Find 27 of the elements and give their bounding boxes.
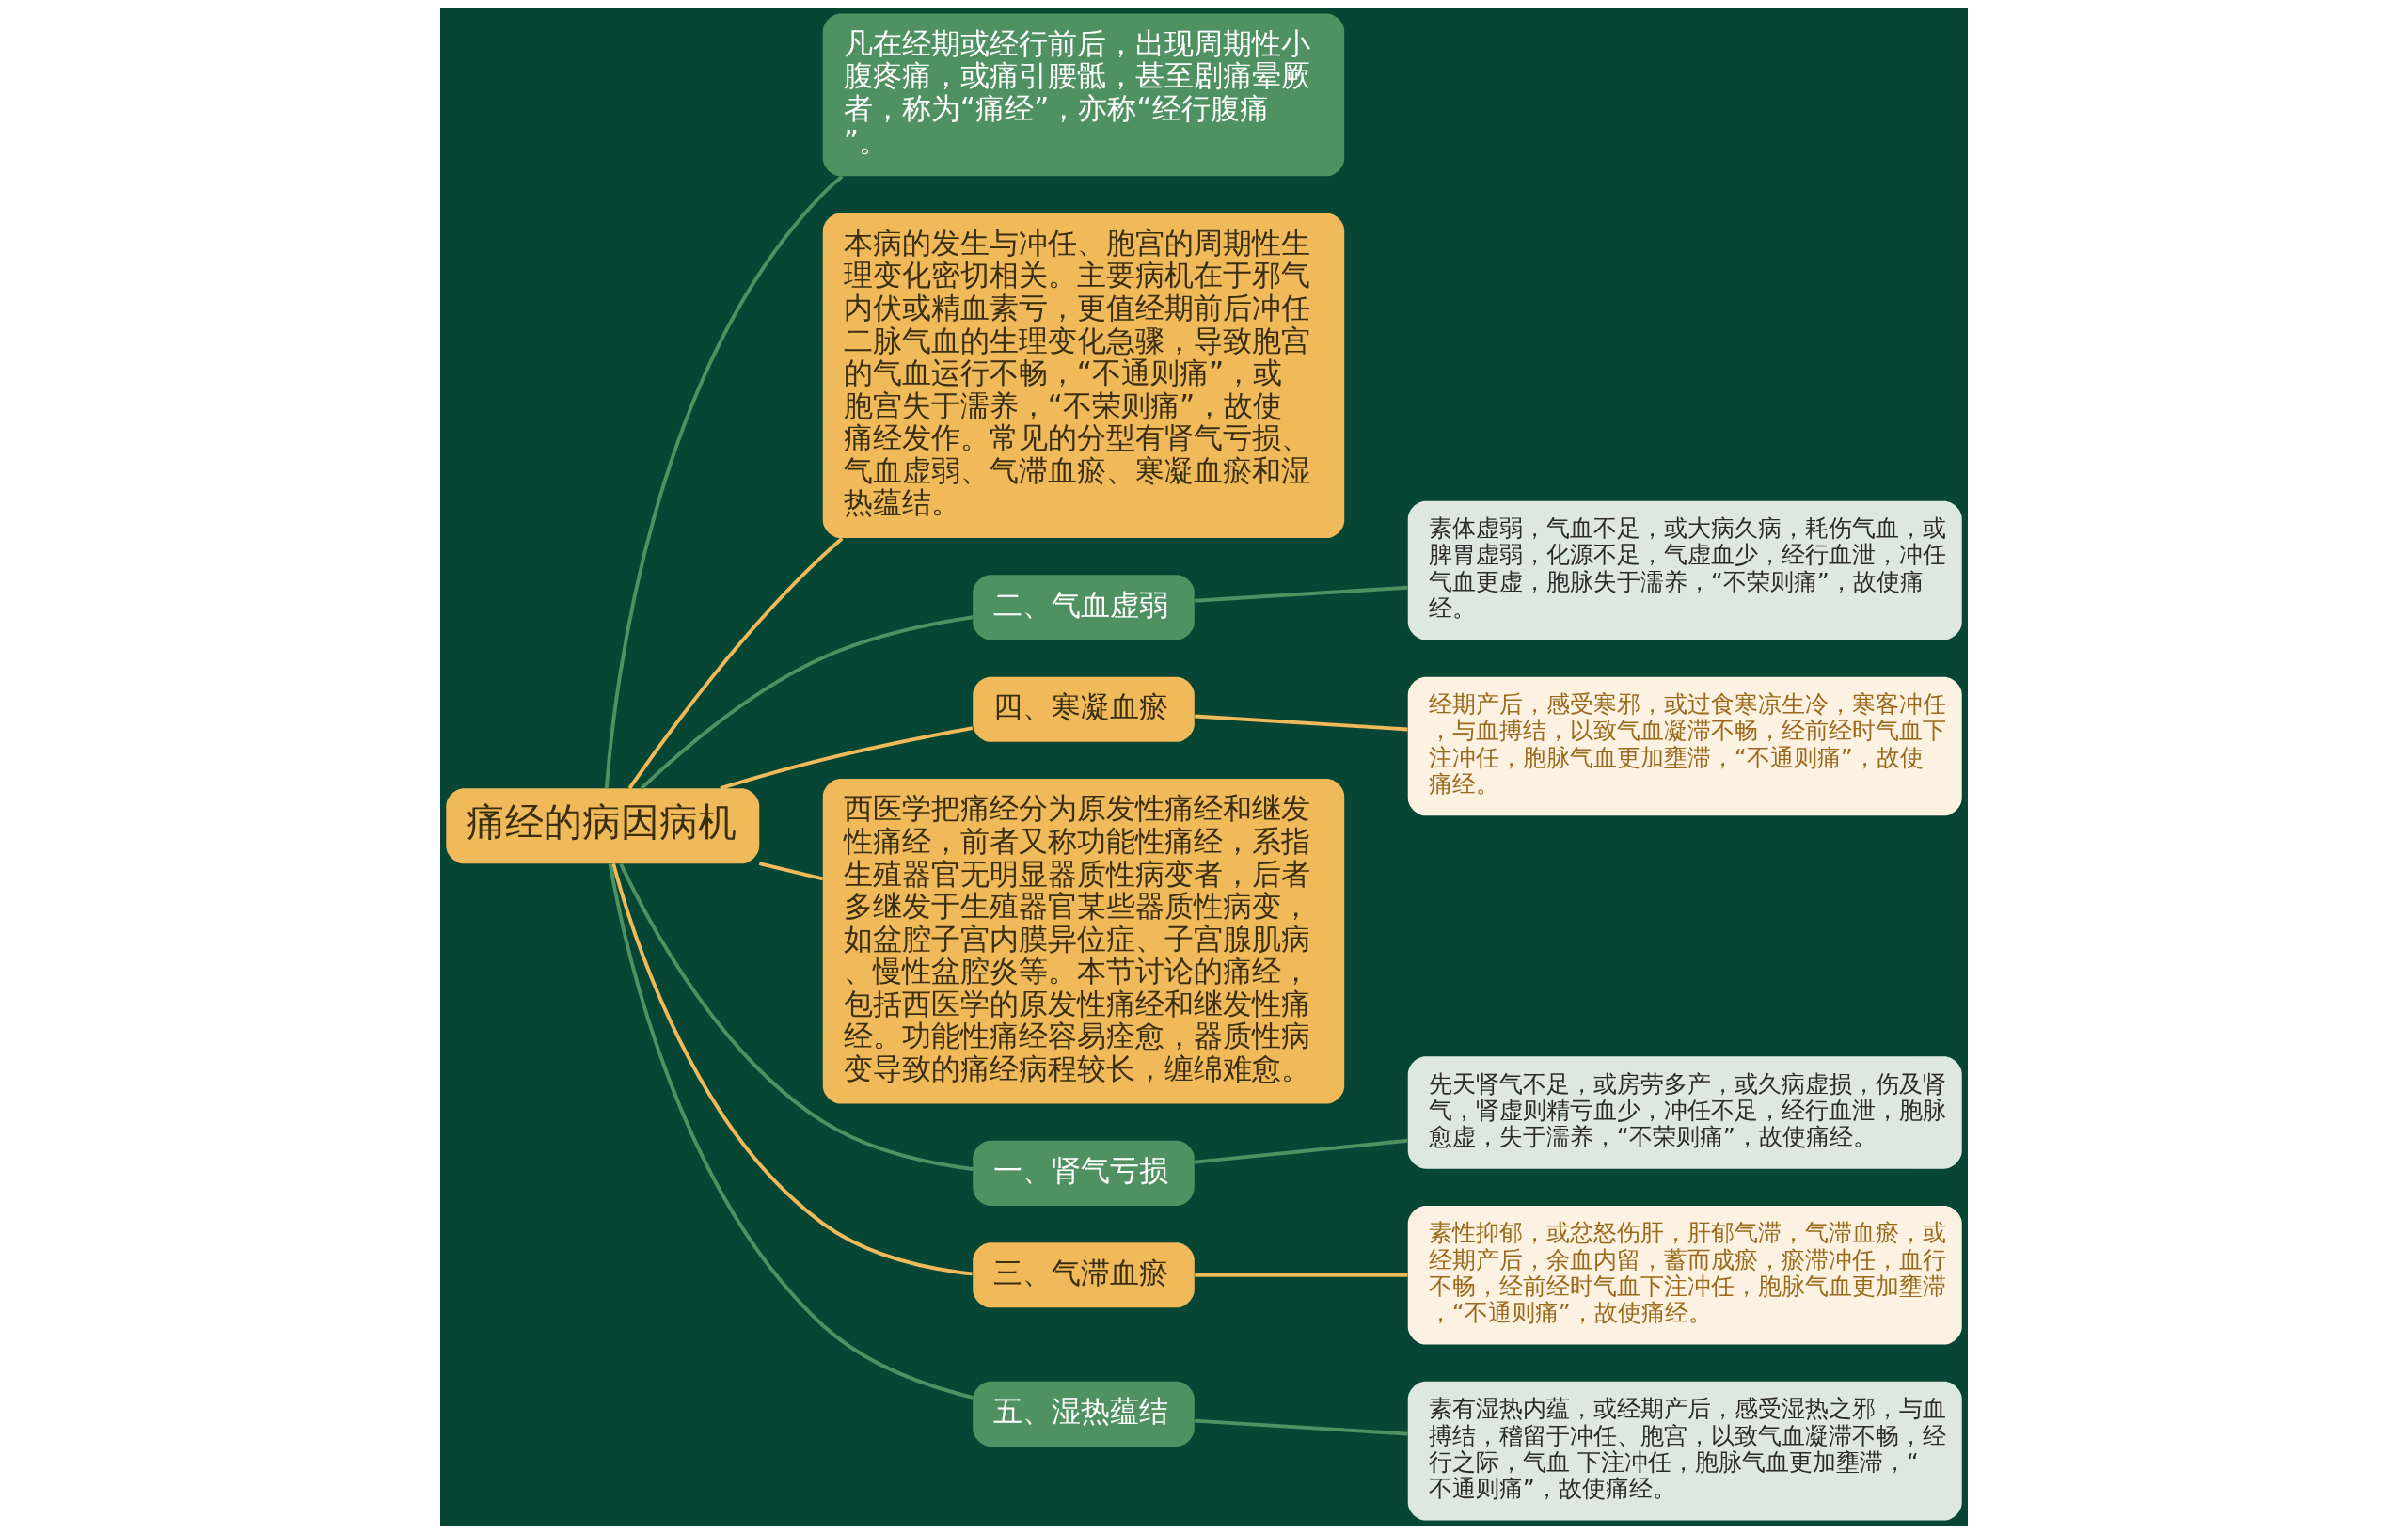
node-box: 一、肾气亏损 [973, 1140, 1195, 1206]
node-box: 素性抑郁，或忿怒伤肝，肝郁气滞，气滞血瘀，或经期产后，余血内留，蓄而成瘀，瘀滞冲任，血行不畅，经前经时气血下注冲任，胞脉气血更加壅滞，“不通则痛”，故使痛经。 [1407, 1205, 1962, 1345]
connector [720, 726, 974, 791]
node-box: 本病的发生与冲任、胞宫的周期性生理变化密切相关。主要病机在于邪气内伏或精血素亏，更值经期前后冲任二脉气血的生理变化急骤，导致胞宫的气血运行不畅，“不通则痛”，或胞宫失于濡养，“不荣则痛”，故使痛经发作。常见的分型有肾气亏损、气血虚弱、气滞血瘀、寒凝血瘀和湿热蕴结。 [822, 213, 1345, 539]
node-box: 二、气血虚弱 [973, 575, 1195, 640]
node-box: 五、湿热蕴结 [973, 1381, 1195, 1447]
connector [758, 862, 824, 881]
connector [619, 862, 974, 1171]
node-box: 西医学把痛经分为原发性痛经和继发性痛经，前者又称功能性痛经，系指生殖器官无明显器质性病变者，后者多继发于生殖器官某些器质性病变，如盆腔子宫内膜异位症、子宫腺肌病、慢性盆腔炎等。本节讨论的痛经，包括西医学的原发性痛经和继发性痛经。功能性痛经容易痊愈，器质性病变导致的痛经病程较长，缠绵难愈。 [822, 779, 1345, 1104]
node-box: 痛经的病因病机 [446, 788, 760, 864]
node-box: 四、寒凝血瘀 [973, 676, 1195, 742]
connector [1195, 1138, 1408, 1164]
node-box: 素有湿热内蕴，或经期产后，感受湿热之邪，与血搏结，稽留于冲任、胞宫，以致气血凝滞不畅，经行之际，气血 下注冲任，胞脉气血更加壅滞，“不通则痛”，故使痛经。 [1407, 1381, 1962, 1521]
node-box: 凡在经期或经行前后，出现周期性小腹疼痛，或痛引腰骶，甚至剧痛晕厥者，称为“痛经”，亦称“经行腹痛”。 [822, 13, 1345, 177]
connector [627, 537, 844, 790]
connector [611, 862, 973, 1276]
node-box: 素体虚弱，气血不足，或大病久病，耗伤气血，或脾胃虚弱，化源不足，气虚血少，经行血泄，冲任气血更虚，胞脉失于濡养，“不荣则痛”，故使痛经。 [1407, 500, 1962, 640]
node-box: 三、气滞血瘀 [973, 1242, 1195, 1308]
node-box: 经期产后，感受寒邪，或过食寒凉生冷，寒客冲任，与血搏结，以致气血凝滞不畅，经前经时气血下注冲任，胞脉气血更加壅滞，“不通则痛”，故使痛经。 [1407, 676, 1962, 816]
connector [1195, 1273, 1408, 1277]
connector [640, 615, 974, 790]
connector [1195, 714, 1408, 732]
connector [1195, 585, 1408, 603]
connector [1195, 1418, 1408, 1436]
connector [604, 174, 844, 789]
connector [608, 863, 974, 1400]
node-box: 先天肾气不足，或房劳多产，或久病虚损，伤及肾气，肾虚则精亏血少，冲任不足，经行血泄，胞脉愈虚，失于濡养，“不荣则痛”，故使痛经。 [1407, 1056, 1962, 1169]
